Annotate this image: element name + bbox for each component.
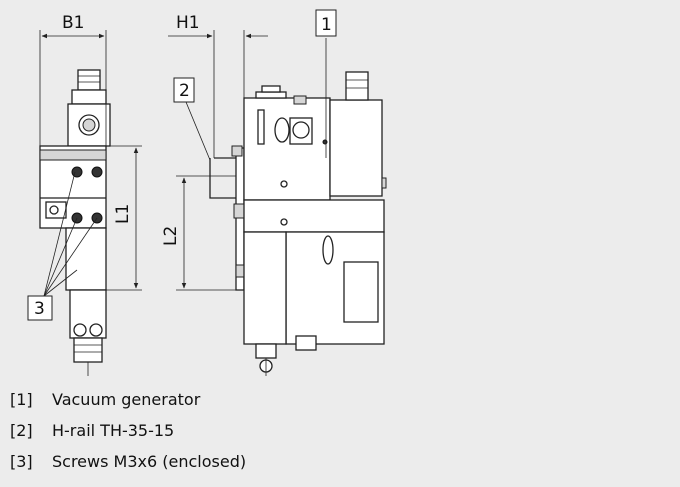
- legend: [1] Vacuum generator [2] H-rail TH-35-15…: [10, 390, 246, 483]
- callout-2-number: 2: [179, 81, 190, 101]
- legend-number: [1]: [10, 390, 33, 409]
- dimension-h1-label: H1: [176, 13, 200, 33]
- side-view: [168, 30, 387, 376]
- technical-drawing: B1 H1 L1 L2 1 2 3: [27, 9, 387, 376]
- legend-item: [1] Vacuum generator: [10, 390, 246, 421]
- legend-item: [3] Screws M3x6 (enclosed): [10, 452, 246, 483]
- callout-3-number: 3: [34, 299, 45, 319]
- dimension-l2-label: L2: [161, 226, 181, 246]
- legend-text: Vacuum generator: [52, 390, 201, 409]
- legend-number: [2]: [10, 421, 33, 440]
- callout-1-number: 1: [321, 15, 332, 35]
- legend-text: H-rail TH-35-15: [52, 421, 175, 440]
- callout-1: 1: [315, 9, 337, 37]
- callout-3: 3: [27, 295, 53, 321]
- dimension-b1-label: B1: [62, 13, 84, 33]
- front-view: [39, 30, 142, 376]
- callout-2: 2: [173, 77, 195, 103]
- legend-text: Screws M3x6 (enclosed): [52, 452, 247, 471]
- legend-item: [2] H-rail TH-35-15: [10, 421, 246, 452]
- dimension-l1-label: L1: [113, 204, 133, 224]
- legend-number: [3]: [10, 452, 33, 471]
